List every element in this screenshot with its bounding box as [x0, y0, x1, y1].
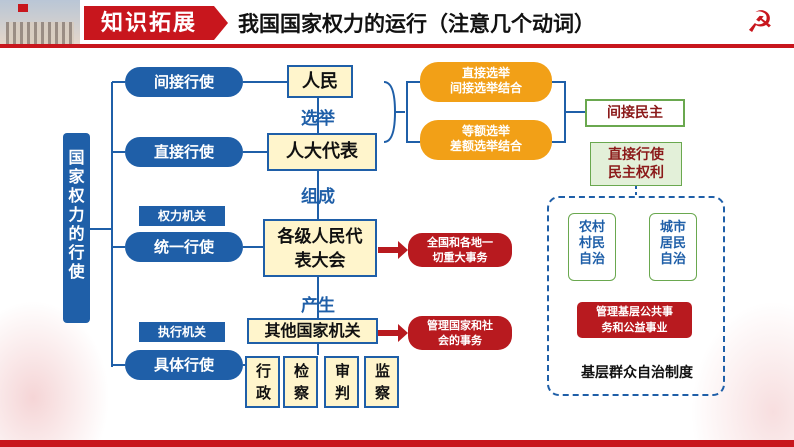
- box-supervision: 监察: [364, 356, 399, 408]
- verb-form: 组成: [288, 182, 348, 206]
- box-npc-deputies: 人大代表: [267, 133, 377, 171]
- box-rural-autonomy: 农村 村民 自治: [568, 213, 616, 281]
- pill-indirect-exercise: 间接行使: [125, 67, 243, 97]
- box-judiciary: 审判: [324, 356, 359, 408]
- label-grassroots-system: 基层群众自治制度: [560, 362, 714, 382]
- box-indirect-democracy: 间接民主: [585, 99, 685, 127]
- verb-produce: 产生: [288, 291, 348, 315]
- box-people: 人民: [287, 65, 353, 98]
- box-equal-differential-election: 等额选举 差额选举结合: [420, 120, 552, 160]
- pill-unified-exercise: 统一行使: [125, 232, 243, 262]
- pill-direct-exercise: 直接行使: [125, 137, 243, 167]
- box-state-social-affairs: 管理国家和社 会的事务: [408, 316, 512, 350]
- label-executive-organ: 执行机关: [139, 322, 225, 342]
- box-major-affairs: 全国和各地一 切重大事务: [408, 233, 512, 267]
- box-direct-indirect-election: 直接选举 间接选举结合: [420, 62, 552, 102]
- box-urban-autonomy: 城市 居民 自治: [649, 213, 697, 281]
- box-administration: 行政: [245, 356, 280, 408]
- vertical-label-national-power: 国家权力的行使: [63, 133, 90, 323]
- box-procuratorate: 检察: [283, 356, 318, 408]
- box-other-state-organs: 其他国家机关: [247, 318, 378, 344]
- box-direct-democratic-rights: 直接行使 民主权利: [590, 142, 682, 186]
- box-peoples-congress: 各级人民代表大会: [263, 219, 377, 277]
- vertical-label-text: 国家权力的行使: [69, 148, 85, 281]
- box-manage-public-affairs: 管理基层公共事 务和公益事业: [577, 302, 692, 338]
- pill-specific-exercise: 具体行使: [125, 350, 243, 380]
- verb-elect: 选举: [288, 104, 348, 128]
- label-power-organ: 权力机关: [139, 206, 225, 226]
